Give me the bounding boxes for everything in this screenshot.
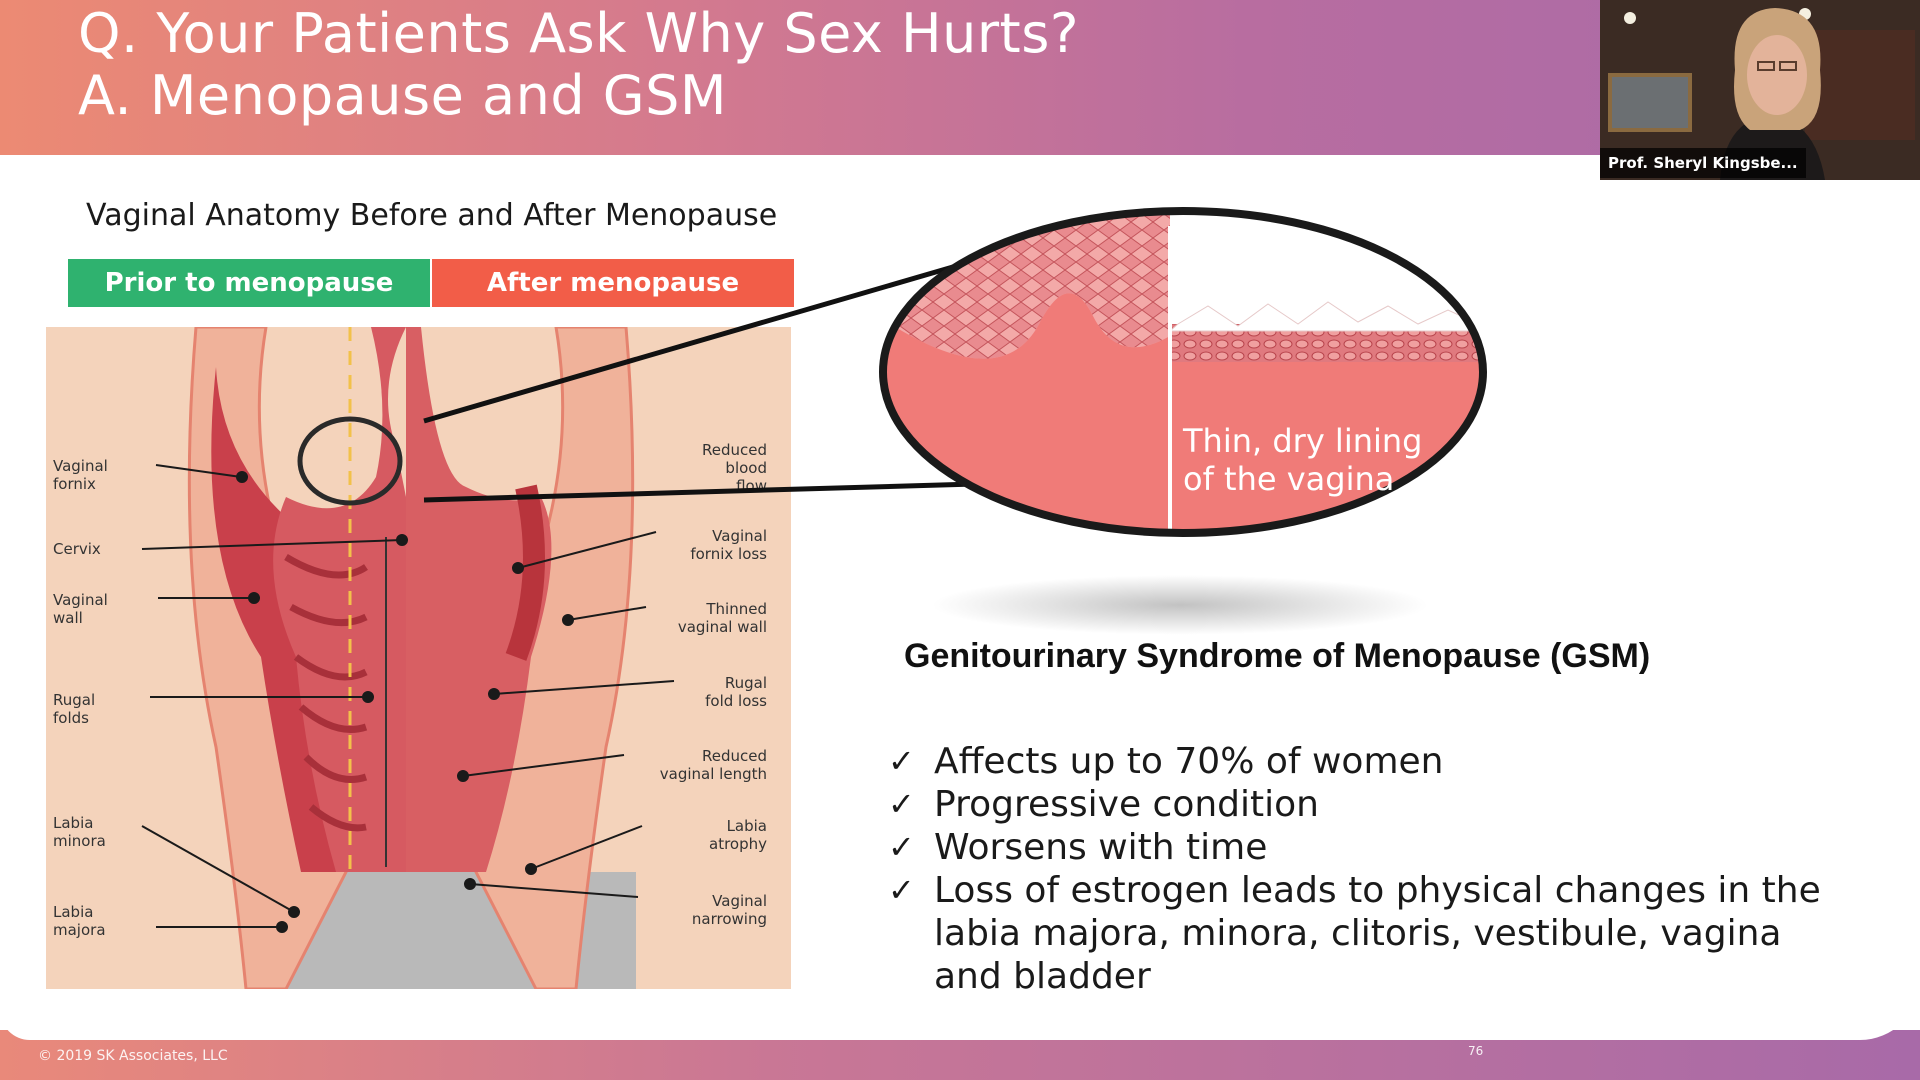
bullet-text: Loss of estrogen leads to physical chang… [934,870,1821,997]
label-labia-atrophy: Labia atrophy [709,817,767,853]
slide-title-line-1: Q. Your Patients Ask Why Sex Hurts? [78,2,1080,65]
zoom-shadow [930,575,1430,635]
prior-to-menopause-tab: Prior to menopause [68,259,430,307]
slide-title-line-2: A. Menopause and GSM [78,64,727,127]
check-icon: ✓ [888,871,915,909]
bullet-text: Worsens with time [934,827,1268,868]
anatomy-illustration: Vaginal fornix Cervix Vaginal wall Rugal… [46,325,791,991]
bullet-item: ✓ Loss of estrogen leads to physical chan… [888,869,1848,998]
copyright-text: © 2019 SK Associates, LLC [38,1048,228,1064]
gsm-title: Genitourinary Syndrome of Menopause (GSM… [904,637,1651,675]
after-menopause-tab: After menopause [432,259,794,307]
participant-name-label: Prof. Sheryl Kingsbe... [1600,148,1806,178]
label-vaginal-fornix-loss: Vaginal fornix loss [690,527,767,563]
label-reduced-vaginal-length: Reduced vaginal length [659,747,767,783]
zoom-tissue-ellipse [879,207,1487,537]
page-number: 76 [1468,1044,1484,1058]
label-cervix: Cervix [53,540,101,558]
label-vaginal-fornix: Vaginal fornix [53,457,108,493]
label-rugal-fold-loss: Rugal fold loss [705,674,767,710]
bullet-text: Progressive condition [934,784,1319,825]
anatomy-subtitle: Vaginal Anatomy Before and After Menopau… [86,198,778,233]
zoom-caption: Thin, dry lining of the vagina [1183,422,1423,498]
label-labia-majora: Labia majora [53,903,106,939]
bullet-item: ✓ Progressive condition [888,783,1848,826]
bullet-text: Affects up to 70% of women [934,741,1444,782]
check-icon: ✓ [888,828,915,866]
check-icon: ✓ [888,742,915,780]
bullet-item: ✓ Affects up to 70% of women [888,740,1848,783]
label-rugal-folds: Rugal folds [53,691,96,727]
label-labia-minora: Labia minora [53,814,106,850]
check-icon: ✓ [888,785,915,823]
gsm-bullet-list: ✓ Affects up to 70% of women ✓ Progressive… [888,740,1848,998]
label-thinned-vaginal-wall: Thinned vaginal wall [677,600,767,636]
label-vaginal-narrowing: Vaginal narrowing [691,892,767,928]
label-vaginal-wall: Vaginal wall [53,591,108,627]
bullet-item: ✓ Worsens with time [888,826,1848,869]
anatomy-drawing [46,325,791,991]
